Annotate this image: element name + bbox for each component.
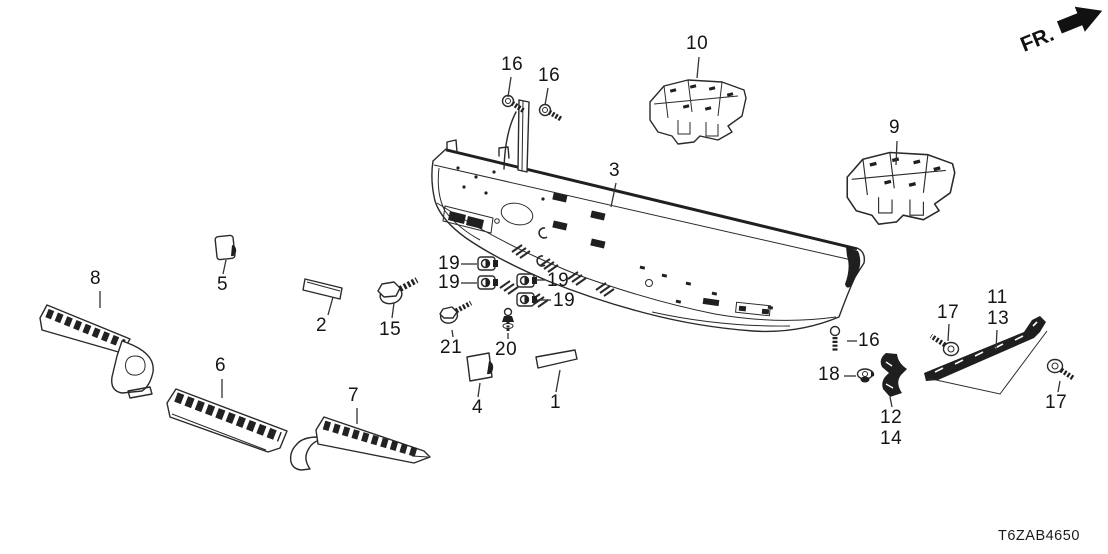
callout-18[interactable]: 18 — [818, 364, 841, 385]
clip-19-d — [516, 292, 538, 307]
tape-part-2 — [302, 278, 343, 300]
step-garnish-part-7 — [289, 416, 431, 471]
callout-12[interactable]: 12 — [880, 407, 903, 428]
absorber-part-10 — [649, 79, 747, 145]
clip-19-a — [477, 256, 499, 271]
tape-part-1 — [535, 349, 578, 369]
callout-19-d[interactable]: 19 — [553, 290, 576, 311]
pad-part-4 — [466, 352, 494, 382]
pad-part-5 — [214, 234, 237, 261]
rear-bumper-face-part-3 — [431, 99, 866, 333]
callout-16-lower-right[interactable]: 16 — [858, 330, 881, 351]
sensor-bracket — [503, 99, 530, 173]
clip-part-20 — [502, 307, 514, 331]
screw-16-lower-right — [829, 325, 841, 351]
callout-19-b[interactable]: 19 — [438, 272, 461, 293]
callout-17-lower[interactable]: 17 — [1045, 392, 1068, 413]
callout-16-top-left[interactable]: 16 — [501, 54, 524, 75]
arrow-icon — [1056, 6, 1103, 34]
fr-label: FR. — [1017, 23, 1057, 57]
callout-15[interactable]: 15 — [379, 319, 402, 340]
screw-16-top-left — [501, 94, 526, 114]
callout-6[interactable]: 6 — [215, 355, 227, 376]
bolt-part-15 — [377, 277, 419, 305]
callout-20[interactable]: 20 — [495, 339, 518, 360]
callout-16-top-right[interactable]: 16 — [538, 65, 561, 86]
screw-17-lower — [1046, 358, 1075, 381]
side-garnish-part-8 — [39, 304, 154, 399]
bolt-part-21 — [439, 300, 473, 324]
absorber-part-9 — [846, 151, 956, 225]
callout-21[interactable]: 21 — [440, 337, 463, 358]
callout-14[interactable]: 14 — [880, 428, 903, 449]
screw-16-top-right — [538, 103, 563, 122]
fr-direction-arrow: FR. — [1017, 6, 1103, 57]
callout-1[interactable]: 1 — [550, 392, 562, 413]
callout-2[interactable]: 2 — [316, 315, 328, 336]
diagram-code: T6ZAB4650 — [998, 528, 1080, 544]
bracket-part-12-14 — [880, 353, 907, 397]
grommet-part-18 — [856, 368, 875, 383]
leader-lines — [99, 56, 1061, 424]
callout-19-c[interactable]: 19 — [547, 270, 570, 291]
callout-7[interactable]: 7 — [348, 385, 360, 406]
callout-9[interactable]: 9 — [889, 117, 901, 138]
callout-3[interactable]: 3 — [609, 160, 621, 181]
callout-10[interactable]: 10 — [686, 33, 709, 54]
clip-19-c — [516, 273, 538, 288]
callout-11[interactable]: 11 — [987, 287, 1008, 308]
bracket-part-11-13 — [924, 316, 1048, 395]
callout-13[interactable]: 13 — [987, 308, 1010, 329]
callout-8[interactable]: 8 — [90, 268, 102, 289]
callout-4[interactable]: 4 — [472, 397, 484, 418]
callout-19-a[interactable]: 19 — [438, 253, 461, 274]
clip-19-b — [477, 275, 499, 290]
screw-17-upper — [929, 333, 960, 357]
step-garnish-part-6 — [166, 388, 288, 453]
callout-17-upper[interactable]: 17 — [937, 302, 960, 323]
callout-5[interactable]: 5 — [217, 274, 229, 295]
